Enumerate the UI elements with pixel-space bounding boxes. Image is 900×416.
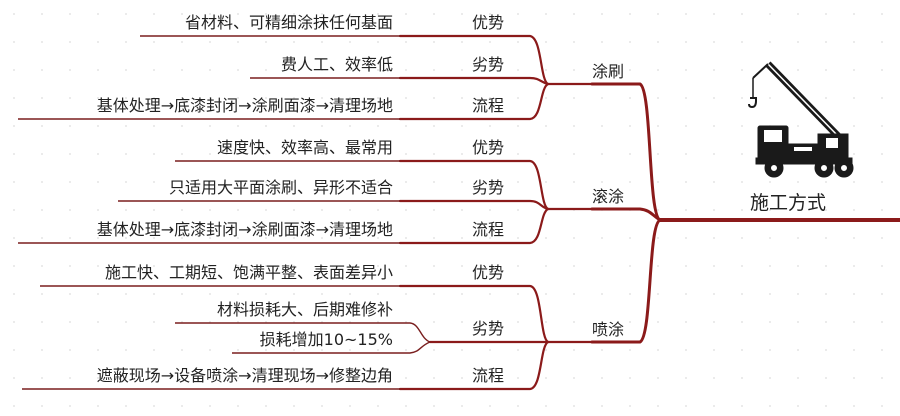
leaf-item: 遮蔽现场→设备喷涂→清理现场→修整边角 — [96, 366, 393, 385]
leaf-item: 省材料、可精细涂抹任何基面 — [184, 13, 393, 32]
category-label: 劣势 — [472, 55, 505, 74]
crane-truck-icon — [748, 61, 854, 178]
method-label: 涂刷 — [592, 62, 625, 81]
root-title: 施工方式 — [750, 192, 827, 214]
connector-pentu — [590, 218, 662, 344]
category-label: 流程 — [472, 220, 505, 239]
category-label: 劣势 — [472, 178, 505, 197]
category-label: 流程 — [472, 96, 505, 115]
leaf-item: 损耗增加10~15% — [259, 330, 393, 349]
leaf-item: 施工快、工期短、饱满平整、表面差异小 — [104, 263, 393, 282]
category-label: 流程 — [472, 366, 505, 385]
method-label: 喷涂 — [592, 320, 625, 339]
method-label: 滚涂 — [592, 187, 625, 206]
connector-tushua — [590, 82, 662, 222]
leaf-item: 费人工、效率低 — [280, 55, 393, 74]
category-label: 优势 — [472, 138, 505, 157]
connector-guntu — [590, 207, 662, 222]
leaf-item: 材料损耗大、后期难修补 — [216, 300, 393, 319]
category-label: 优势 — [472, 263, 505, 282]
leaf-item: 基体处理→底漆封闭→涂刷面漆→清理场地 — [96, 96, 393, 115]
leaf-item: 只适用大平面涂刷、异形不适合 — [168, 178, 393, 197]
leaf-item: 基体处理→底漆封闭→涂刷面漆→清理场地 — [96, 220, 393, 239]
leaf-item: 速度快、效率高、最常用 — [216, 138, 393, 157]
category-label: 优势 — [472, 13, 505, 32]
category-label: 劣势 — [472, 319, 505, 338]
